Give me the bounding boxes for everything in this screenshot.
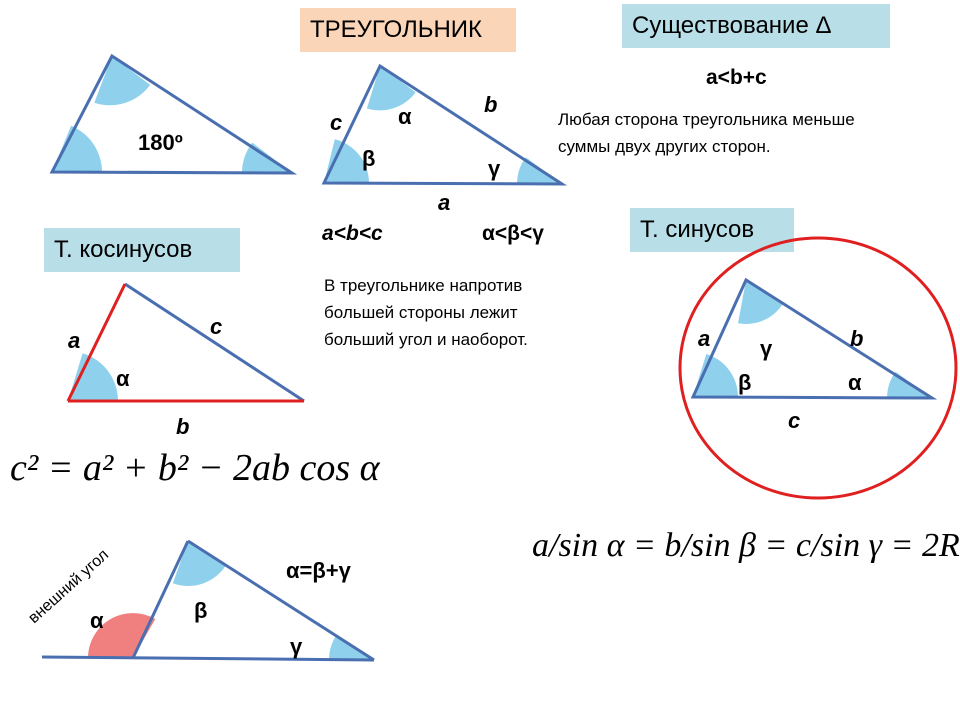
title-triangle: ТРЕУГОЛЬНИК <box>300 8 516 52</box>
angle-label-alpha: α <box>848 370 862 395</box>
side-label-c: c <box>330 110 342 135</box>
existence-description: Любая сторона треугольника меньше суммы … <box>558 106 855 160</box>
existence-line: суммы двух других сторон. <box>558 137 771 156</box>
side-c-line <box>124 282 305 403</box>
sine-triangle: a b c γ β α <box>678 236 958 500</box>
side-label-c: c <box>210 314 222 339</box>
angle-label-gamma: γ <box>760 336 773 361</box>
base-line <box>41 655 375 662</box>
side-label-c: c <box>788 408 800 433</box>
angle-arc-top <box>94 56 151 106</box>
triangle-outline <box>49 53 298 175</box>
angle-sum-triangle: 180º <box>49 53 298 175</box>
title-cosine-theorem: Т. косинусов <box>44 228 240 272</box>
side-label-a: a <box>698 326 710 351</box>
side-label-b: b <box>176 414 189 439</box>
angle-arc-beta <box>172 541 226 586</box>
triangle-outline <box>321 63 568 186</box>
existence-line: Любая сторона треугольника меньше <box>558 110 855 129</box>
angle-label-gamma: γ <box>488 156 501 181</box>
angle-label-gamma: γ <box>290 634 303 659</box>
side-label-b: b <box>850 326 863 351</box>
cosine-formula: c² = a² + b² − 2ab cos α <box>10 447 381 489</box>
title-sine-theorem: Т. синусов <box>630 208 794 252</box>
left-side-line <box>131 540 190 659</box>
right-side-line <box>187 539 375 662</box>
angle-label-beta: β <box>362 146 375 171</box>
side-label-a: a <box>438 190 450 215</box>
angle-label-alpha: α <box>90 608 104 633</box>
side-label-a: a <box>68 328 80 353</box>
sine-formula: a/sin α = b/sin β = c/sin γ = 2R <box>532 527 960 564</box>
title-existence: Существование Δ <box>622 4 890 48</box>
angle-label-alpha: α <box>116 366 130 391</box>
description-line: больший угол и наоборот. <box>324 330 528 349</box>
angle-arc-beta <box>324 139 369 183</box>
angle-arc-gamma <box>738 280 784 325</box>
angle-sum-label: 180º <box>138 130 183 155</box>
angle-order: α<β<γ <box>482 222 544 245</box>
exterior-angle-triangle: внешний угол α β γ α=β+γ <box>25 539 375 662</box>
cosine-triangle: a c b α <box>66 282 305 439</box>
angle-label-beta: β <box>194 598 207 623</box>
existence-inequality: a<b+c <box>706 66 767 89</box>
description-line: В треугольнике напротив <box>324 276 523 295</box>
exterior-angle-formula: α=β+γ <box>286 558 352 583</box>
triangle-outline <box>690 277 938 400</box>
angle-label-beta: β <box>738 370 751 395</box>
side-label-b: b <box>484 92 497 117</box>
angle-arc-left <box>52 125 102 172</box>
side-a-line <box>66 283 127 402</box>
angle-arc-alpha <box>68 353 118 401</box>
description-line: большей стороны лежит <box>324 303 518 322</box>
angle-arc-alpha <box>366 66 416 111</box>
side-order: a<b<c <box>322 222 383 245</box>
side-angle-description: В треугольнике напротив большей стороны … <box>324 272 528 353</box>
angle-arc-beta <box>693 354 738 397</box>
circumcircle <box>678 236 958 500</box>
sine-formula-text: a/sin α = b/sin β = c/sin γ = 2R <box>532 527 960 564</box>
main-triangle: c b a α β γ <box>321 63 568 215</box>
angle-label-alpha: α <box>398 104 412 129</box>
